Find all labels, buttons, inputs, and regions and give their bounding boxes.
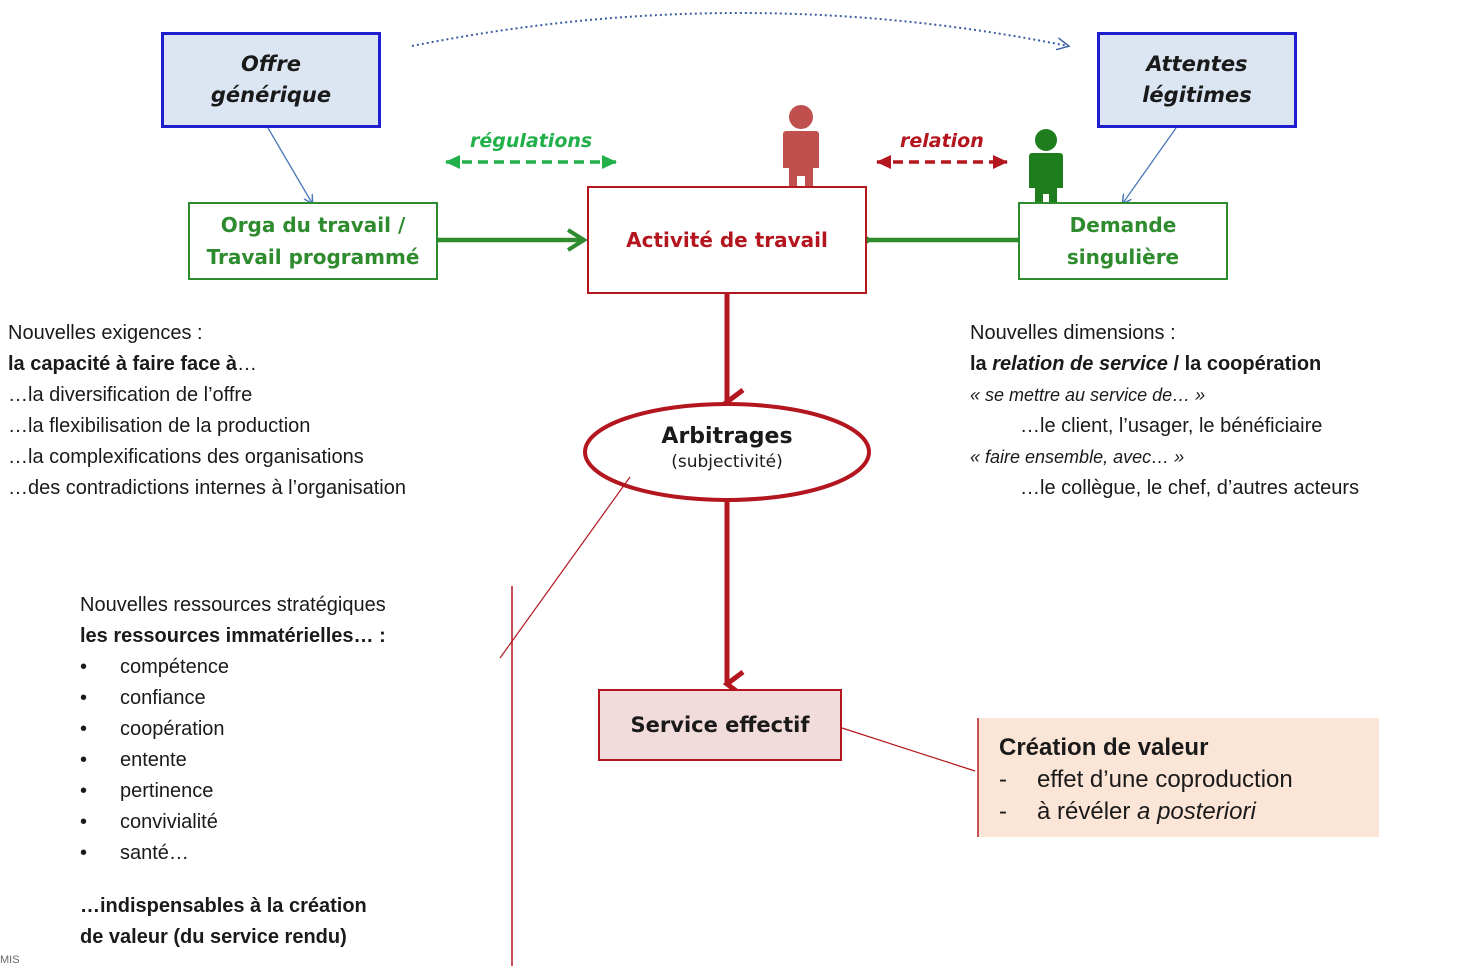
valeur-item-2: -à révéler a posteriori — [999, 798, 1256, 825]
orga-du-travail-box: Orga du travail / Travail programmé — [188, 202, 438, 280]
service-label: Service effectif — [630, 713, 810, 737]
dimensions-title: Nouvelles dimensions : — [970, 322, 1176, 344]
offre-line2: générique — [210, 83, 332, 107]
list-item: •confiance — [80, 687, 206, 709]
dimensions-bold-italic: relation de service — [992, 353, 1168, 375]
demande-singuliere-box: Demande singulière — [1018, 202, 1228, 280]
list-item: •entente — [80, 749, 187, 771]
ressources-title: Nouvelles ressources stratégiques — [80, 594, 386, 616]
attentes-to-demande-arrow — [1123, 127, 1177, 203]
relation-label: relation — [900, 130, 984, 152]
dimensions-bold-suffix: la coopération — [1184, 353, 1322, 375]
dotted-curve-arrow — [411, 12, 1068, 46]
exigences-item: …la diversification de l’offre — [8, 384, 253, 406]
arbitrages-title: Arbitrages — [661, 424, 793, 449]
valeur-title: Création de valeur — [999, 734, 1209, 761]
arbitrages-text: Arbitrages (subjectivité) — [587, 424, 867, 472]
valeur-item-1: -effet d’une coproduction — [999, 766, 1293, 793]
service-effectif-box: Service effectif — [598, 689, 842, 761]
dimensions-bold-mid: / — [1167, 353, 1185, 375]
dimensions-bold-prefix: la — [970, 353, 993, 375]
nouvelles-dimensions-block: Nouvelles dimensions : la relation de se… — [970, 318, 1359, 504]
arbitrages-callout-line — [499, 476, 631, 659]
nouvelles-ressources-block: Nouvelles ressources stratégiques les re… — [80, 590, 386, 953]
orga-line2: Travail programmé — [206, 245, 420, 269]
offre-to-orga-arrow — [267, 127, 312, 203]
arbitrages-subtitle: (subjectivité) — [671, 452, 783, 472]
ressources-list: •compétence •confiance •coopération •ent… — [80, 652, 386, 869]
attentes-line1: Attentes — [1146, 51, 1248, 76]
dimensions-line6: …le collègue, le chef, d’autres acteurs — [1020, 477, 1360, 499]
exigences-bold-line: la capacité à faire face à… — [8, 349, 406, 380]
exigences-title: Nouvelles exigences : — [8, 322, 203, 344]
orga-line1: Orga du travail / — [220, 213, 406, 237]
creation-de-valeur-box: Création de valeur -effet d’une coproduc… — [979, 718, 1379, 837]
offre-generique-box: Offre générique — [161, 32, 381, 128]
attentes-legitimes-box: Attentes légitimes — [1097, 32, 1297, 128]
exigences-bold-text: la capacité à faire face à — [8, 353, 238, 375]
activite-label: Activité de travail — [626, 228, 828, 252]
service-callout-line — [841, 727, 976, 772]
demande-line1: Demande — [1069, 213, 1177, 237]
ressources-conclusion-1: …indispensables à la création — [80, 895, 367, 917]
dimensions-line5: « faire ensemble, avec… » — [970, 447, 1185, 467]
dimensions-bold-line: la relation de service / la coopération — [970, 349, 1359, 380]
list-item: •pertinence — [80, 780, 214, 802]
exigences-bold-suffix: … — [237, 353, 258, 375]
footer-text: MIS — [0, 954, 20, 966]
list-item: •compétence — [80, 656, 229, 678]
activite-de-travail-box: Activité de travail — [587, 186, 867, 294]
attentes-line2: légitimes — [1142, 83, 1252, 107]
exigences-item: …la complexifications des organisations — [8, 446, 364, 468]
exigences-item: …la flexibilisation de la production — [8, 415, 311, 437]
regulations-label: régulations — [470, 130, 593, 152]
list-item: •coopération — [80, 718, 225, 740]
demande-line2: singulière — [1066, 245, 1180, 269]
dimensions-line4: …le client, l’usager, le bénéficiaire — [1020, 415, 1323, 437]
nouvelles-exigences-block: Nouvelles exigences : la capacité à fair… — [8, 318, 406, 504]
ressources-conclusion-2: de valeur (du service rendu) — [80, 926, 347, 948]
list-item: •convivialité — [80, 811, 218, 833]
offre-line1: Offre — [241, 51, 301, 76]
exigences-item: …des contradictions internes à l’organis… — [8, 477, 406, 499]
arbitrages-ellipse — [583, 402, 871, 502]
ressources-bold-line: les ressources immatérielles… : — [80, 625, 386, 647]
list-item: •santé… — [80, 842, 189, 864]
dimensions-line3: « se mettre au service de… » — [970, 385, 1206, 405]
